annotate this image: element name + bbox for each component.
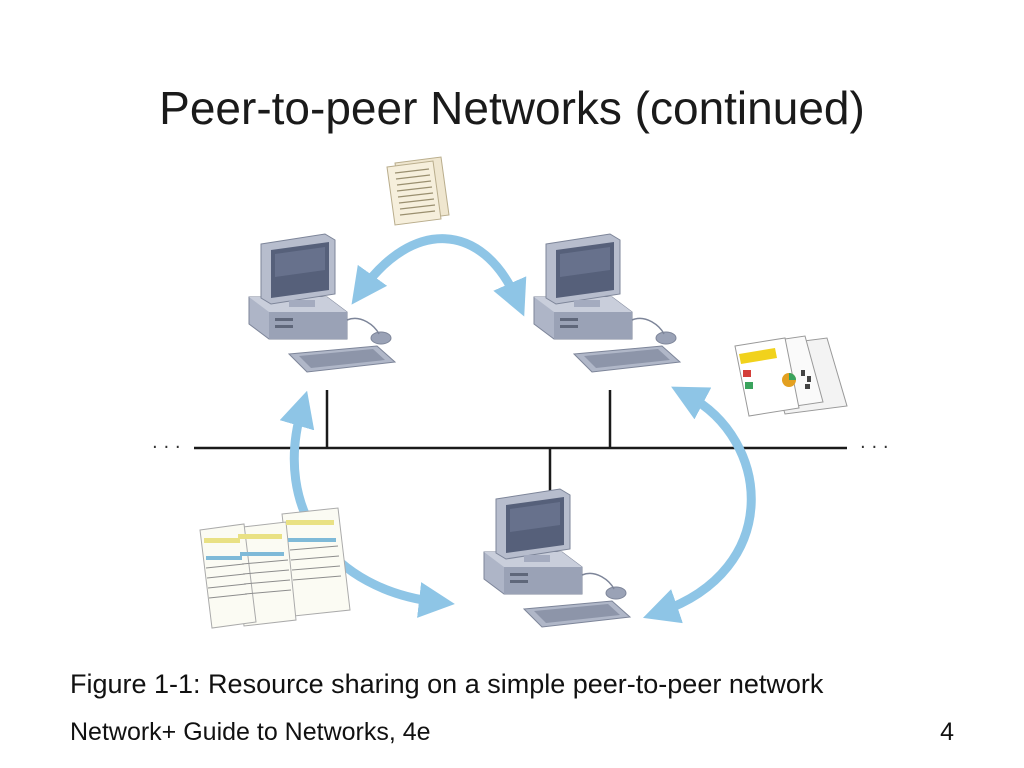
spreadsheet-stack-icon bbox=[199, 507, 351, 629]
figure-caption: Figure 1-1: Resource sharing on a simple… bbox=[70, 669, 824, 699]
color-report-icon bbox=[734, 335, 848, 417]
workstation-bottom bbox=[483, 488, 631, 628]
workstation-top-right bbox=[533, 233, 681, 373]
page-number: 4 bbox=[940, 718, 954, 746]
slide-title: Peer-to-peer Networks (continued) bbox=[159, 82, 865, 134]
share-arrow-right bbox=[642, 386, 756, 624]
share-arrow-top bbox=[351, 234, 527, 317]
workstation-top-left bbox=[248, 233, 396, 373]
network-diagram: · · · · · · bbox=[152, 150, 892, 655]
bus-ellipsis-right: · · · bbox=[860, 437, 889, 458]
document-stack-icon bbox=[386, 156, 450, 226]
bus-ellipsis-left: · · · bbox=[152, 437, 181, 458]
footer-book-title: Network+ Guide to Networks, 4e bbox=[70, 718, 431, 746]
